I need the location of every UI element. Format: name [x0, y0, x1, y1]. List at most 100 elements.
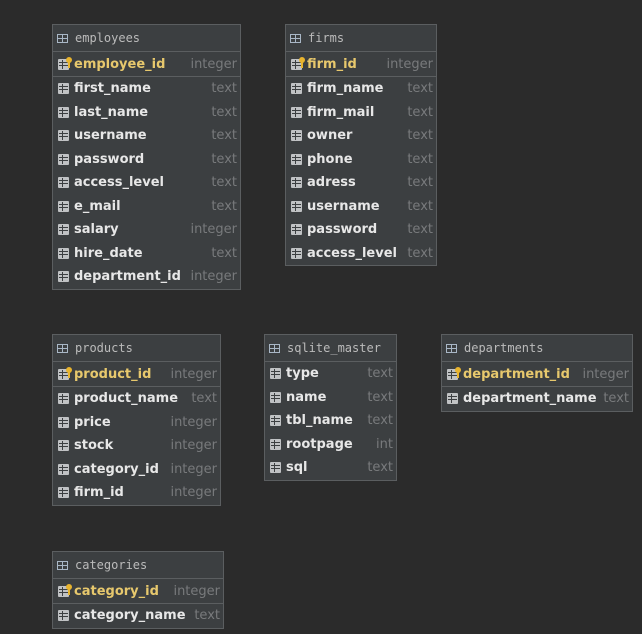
table-icon: [290, 33, 301, 43]
column-icon: [58, 106, 69, 118]
column-row[interactable]: department_id integer: [53, 265, 240, 289]
column-icon: [58, 224, 69, 236]
column-row[interactable]: price integer: [53, 411, 220, 435]
table-header: departments: [442, 335, 632, 362]
column-icon: [58, 393, 69, 405]
column-icon: [291, 130, 302, 142]
column-icon: [291, 200, 302, 212]
column-row[interactable]: last_name text: [53, 101, 240, 125]
column-name: department_id: [74, 269, 181, 285]
table-employees[interactable]: employees employee_id integer first_name…: [52, 24, 241, 290]
table-header: categories: [53, 552, 223, 579]
table-icon: [269, 343, 280, 353]
column-type: text: [211, 104, 237, 120]
column-icon: [58, 440, 69, 452]
table-header: firms: [286, 25, 436, 52]
primary-key-icon: [447, 366, 461, 380]
column-name: rootpage: [286, 436, 353, 452]
column-icon: [58, 200, 69, 212]
column-icon: [270, 415, 281, 427]
primary-key-icon: [58, 366, 72, 380]
column-row[interactable]: category_id integer: [53, 579, 223, 604]
column-type: text: [407, 128, 433, 144]
column-name: tbl_name: [286, 413, 353, 429]
column-type: text: [191, 391, 217, 407]
table-title: firms: [308, 31, 345, 45]
column-row[interactable]: employee_id integer: [53, 52, 240, 77]
column-type: integer: [170, 438, 217, 454]
column-type: text: [407, 198, 433, 214]
column-name: password: [74, 151, 145, 167]
column-type: text: [407, 104, 433, 120]
table-icon: [57, 343, 68, 353]
table-title: departments: [464, 341, 544, 355]
column-type: integer: [190, 222, 237, 238]
table-categories[interactable]: categories category_id integer category_…: [52, 551, 224, 629]
column-name: product_id: [74, 366, 152, 382]
column-name: hire_date: [74, 245, 143, 261]
column-icon: [291, 153, 302, 165]
column-name: last_name: [74, 104, 149, 120]
column-type: integer: [170, 414, 217, 430]
column-row[interactable]: department_id integer: [442, 362, 632, 387]
column-type: integer: [190, 269, 237, 285]
primary-key-icon: [58, 56, 72, 70]
column-name: password: [307, 222, 378, 238]
column-type: text: [603, 391, 629, 407]
column-icon: [291, 247, 302, 259]
column-icon: [270, 462, 281, 474]
column-icon: [447, 393, 458, 405]
column-row[interactable]: product_id integer: [53, 362, 220, 387]
table-title: categories: [75, 558, 148, 572]
table-departments[interactable]: departments department_id integer depart…: [441, 334, 633, 412]
column-row[interactable]: username text: [53, 124, 240, 148]
column-type: text: [367, 413, 393, 429]
column-row[interactable]: firm_id integer: [286, 52, 436, 77]
column-type: text: [211, 128, 237, 144]
column-name: username: [74, 128, 147, 144]
table-icon: [57, 33, 68, 43]
column-row[interactable]: password text: [53, 148, 240, 172]
table-title: products: [75, 341, 133, 355]
column-name: adress: [307, 175, 356, 191]
column-name: department_id: [463, 366, 570, 382]
column-name: price: [74, 414, 111, 430]
column-type: integer: [170, 366, 217, 382]
table-header: employees: [53, 25, 240, 52]
table-products[interactable]: products product_id integer product_name…: [52, 334, 221, 506]
column-row[interactable]: firm_mail text: [286, 101, 436, 125]
table-title: employees: [75, 31, 141, 45]
column-icon: [291, 83, 302, 95]
column-icon: [58, 463, 69, 475]
column-type: integer: [582, 366, 629, 382]
column-type: text: [367, 460, 393, 476]
column-name: firm_mail: [307, 104, 375, 120]
column-row[interactable]: tbl_name text: [265, 409, 396, 433]
column-name: name: [286, 389, 327, 405]
column-type: text: [211, 151, 237, 167]
